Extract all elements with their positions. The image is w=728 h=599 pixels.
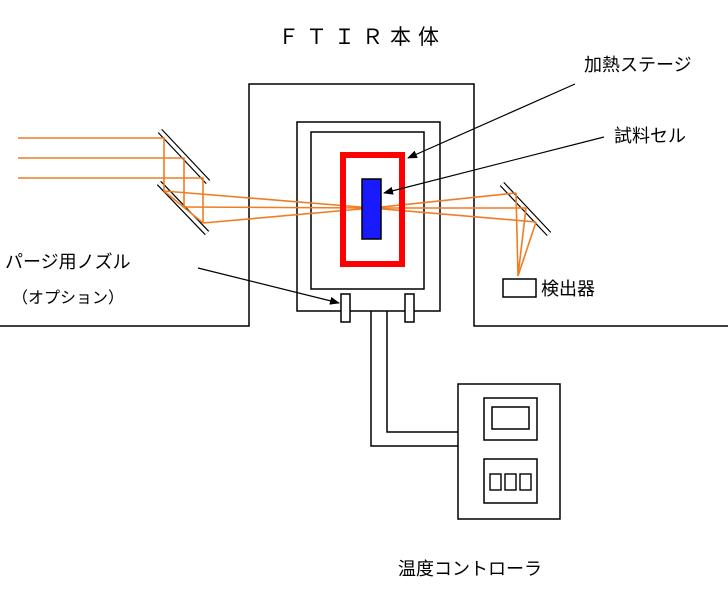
label-purge-nozzle: パージ用ノズル	[5, 252, 131, 273]
cable-outer	[370, 311, 461, 447]
beam-segment-3	[18, 177, 204, 223]
temperature-controller	[457, 383, 561, 520]
sample-cell	[361, 178, 382, 240]
label-optional: （オプション）	[12, 288, 124, 307]
beam-segment-1	[18, 137, 165, 191]
label-temp-controller: 温度コントローラ	[398, 559, 542, 580]
beam-segment-10	[517, 207, 527, 277]
beam-segment-4	[163, 190, 204, 224]
controller-display-frame	[483, 397, 538, 441]
arrow-sample-cell	[383, 136, 605, 195]
sample-compartment-outer	[296, 121, 441, 312]
controller-button-2	[504, 473, 517, 491]
detector-box	[502, 278, 537, 298]
controller-display	[491, 406, 530, 430]
label-detector: 検出器	[541, 279, 595, 300]
controller-button-1	[489, 473, 502, 491]
infrared-beam-paths	[18, 137, 537, 277]
beam-segment-8	[515, 192, 519, 277]
purge-nozzle-right	[404, 293, 415, 323]
arrow-heating-stage	[407, 83, 576, 159]
controller-button-panel	[483, 458, 538, 504]
purge-nozzle-left	[340, 293, 351, 323]
ftir-body-title: ＦＴＩＲ本体	[278, 25, 446, 49]
sample-compartment-inner	[310, 131, 425, 290]
ftir-body-outline	[0, 83, 728, 327]
label-sample-cell: 試料セル	[614, 126, 686, 147]
beam-segment-2	[18, 157, 185, 207]
cable-inner	[386, 311, 461, 433]
controller-button-3	[519, 473, 532, 491]
heating-stage	[340, 152, 405, 267]
label-heating-stage: 加熱ステージ	[584, 55, 692, 76]
arrow-purge-nozzle	[197, 267, 340, 305]
beam-segment-9	[517, 221, 537, 277]
left-mirror-upper	[158, 129, 210, 184]
